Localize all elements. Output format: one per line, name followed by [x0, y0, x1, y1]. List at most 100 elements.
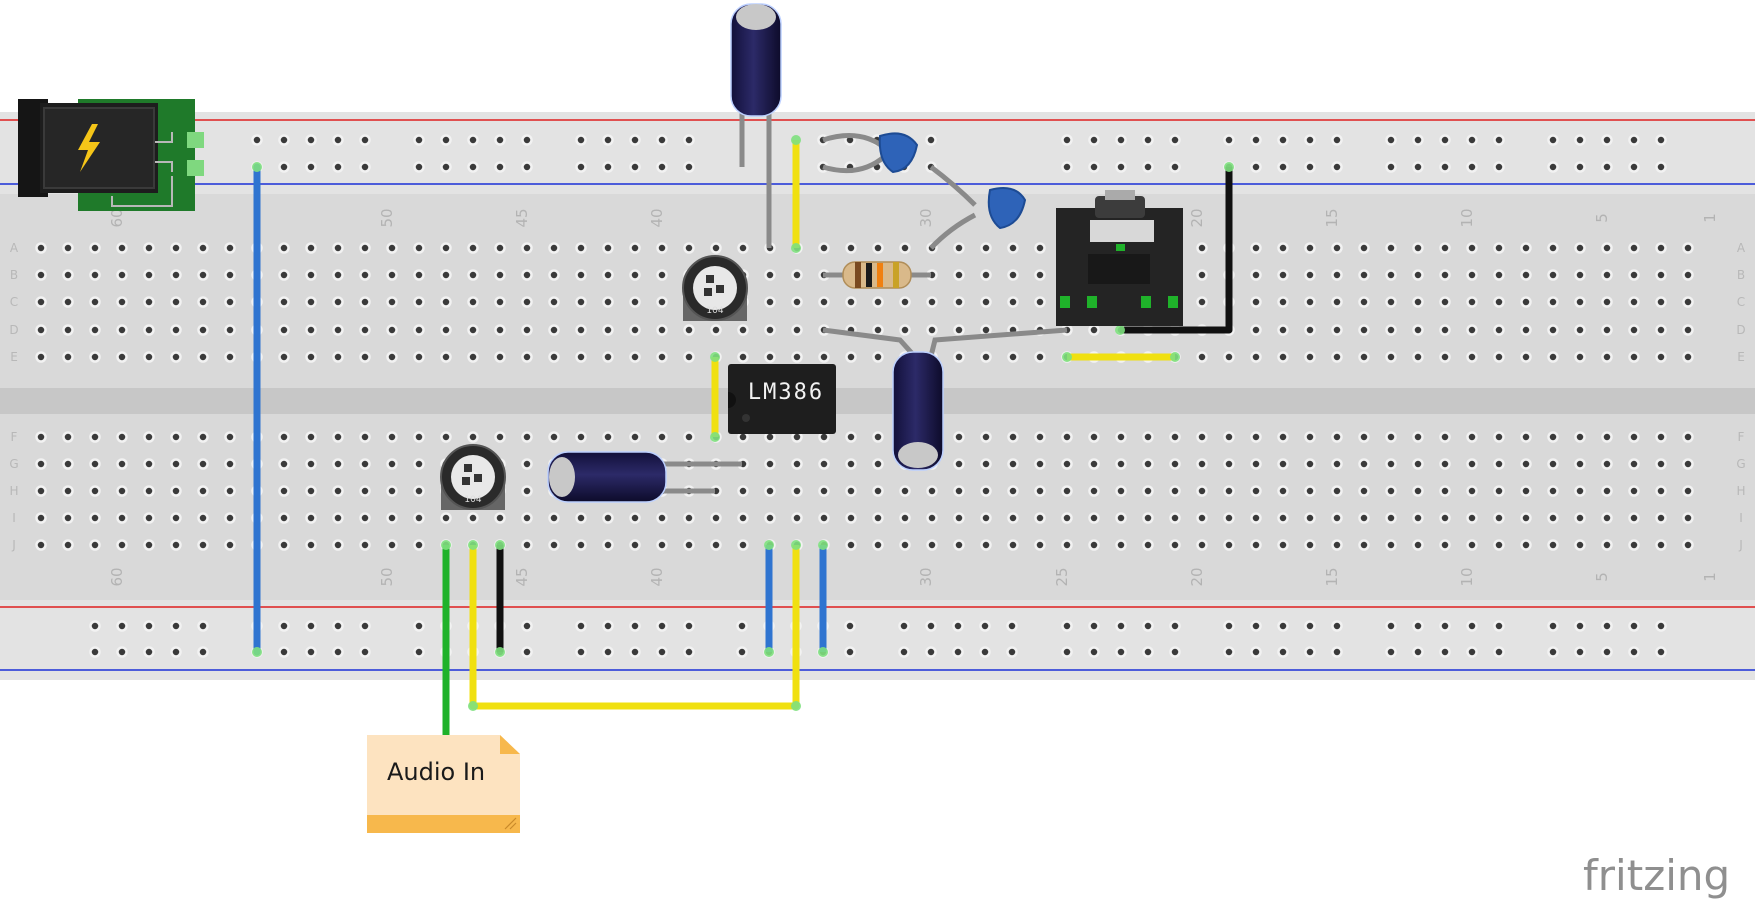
breadboard-hole[interactable]: [1574, 431, 1586, 443]
breadboard-hole[interactable]: [62, 242, 74, 254]
breadboard-hole[interactable]: [602, 296, 614, 308]
breadboard-hole[interactable]: [116, 485, 128, 497]
breadboard-hole[interactable]: [683, 646, 695, 658]
breadboard-hole[interactable]: [413, 161, 425, 173]
breadboard-hole[interactable]: [1007, 296, 1019, 308]
breadboard-hole[interactable]: [1628, 431, 1640, 443]
breadboard-hole[interactable]: [1277, 269, 1289, 281]
breadboard-hole[interactable]: [386, 296, 398, 308]
breadboard-hole[interactable]: [143, 458, 155, 470]
breadboard-hole[interactable]: [736, 620, 748, 632]
breadboard-hole[interactable]: [521, 458, 533, 470]
breadboard-hole[interactable]: [629, 351, 641, 363]
breadboard-hole[interactable]: [197, 296, 209, 308]
breadboard-hole[interactable]: [1061, 431, 1073, 443]
breadboard-hole[interactable]: [1655, 458, 1667, 470]
breadboard-hole[interactable]: [332, 242, 344, 254]
breadboard-hole[interactable]: [1601, 458, 1613, 470]
breadboard-hole[interactable]: [224, 269, 236, 281]
breadboard-hole[interactable]: [1493, 324, 1505, 336]
breadboard-hole[interactable]: [1358, 351, 1370, 363]
breadboard-hole[interactable]: [62, 539, 74, 551]
breadboard-hole[interactable]: [224, 458, 236, 470]
breadboard-hole[interactable]: [575, 269, 587, 281]
breadboard-hole[interactable]: [737, 512, 749, 524]
breadboard-hole[interactable]: [1547, 269, 1559, 281]
breadboard-hole[interactable]: [35, 324, 47, 336]
breadboard-hole[interactable]: [1682, 512, 1694, 524]
breadboard-hole[interactable]: [332, 296, 344, 308]
breadboard-hole[interactable]: [1250, 242, 1262, 254]
breadboard-hole[interactable]: [575, 296, 587, 308]
breadboard-hole[interactable]: [332, 539, 344, 551]
breadboard-hole[interactable]: [413, 134, 425, 146]
breadboard-hole[interactable]: [818, 485, 830, 497]
breadboard-hole[interactable]: [1034, 485, 1046, 497]
breadboard-hole[interactable]: [1169, 512, 1181, 524]
breadboard-hole[interactable]: [1574, 458, 1586, 470]
breadboard-hole[interactable]: [1547, 458, 1559, 470]
breadboard-hole[interactable]: [278, 620, 290, 632]
breadboard-hole[interactable]: [683, 134, 695, 146]
breadboard-hole[interactable]: [953, 269, 965, 281]
breadboard-hole[interactable]: [1601, 242, 1613, 254]
breadboard-hole[interactable]: [683, 539, 695, 551]
breadboard-hole[interactable]: [1493, 269, 1505, 281]
breadboard-hole[interactable]: [979, 620, 991, 632]
breadboard-hole[interactable]: [116, 296, 128, 308]
breadboard-hole[interactable]: [305, 161, 317, 173]
breadboard-hole[interactable]: [1331, 512, 1343, 524]
breadboard-hole[interactable]: [170, 458, 182, 470]
breadboard-hole[interactable]: [1304, 134, 1316, 146]
breadboard-hole[interactable]: [1547, 539, 1559, 551]
breadboard-hole[interactable]: [1331, 485, 1343, 497]
breadboard-hole[interactable]: [521, 351, 533, 363]
breadboard-hole[interactable]: [1466, 161, 1478, 173]
breadboard-hole[interactable]: [1358, 242, 1370, 254]
breadboard-hole[interactable]: [116, 269, 128, 281]
breadboard-hole[interactable]: [359, 512, 371, 524]
breadboard-hole[interactable]: [521, 620, 533, 632]
breadboard-hole[interactable]: [1439, 134, 1451, 146]
breadboard-hole[interactable]: [359, 242, 371, 254]
breadboard-hole[interactable]: [1655, 646, 1667, 658]
breadboard-hole[interactable]: [1412, 161, 1424, 173]
breadboard-hole[interactable]: [1493, 134, 1505, 146]
breadboard-hole[interactable]: [764, 458, 776, 470]
breadboard-hole[interactable]: [1547, 646, 1559, 658]
breadboard-hole[interactable]: [278, 161, 290, 173]
breadboard-hole[interactable]: [899, 512, 911, 524]
breadboard-hole[interactable]: [1088, 458, 1100, 470]
breadboard-hole[interactable]: [764, 485, 776, 497]
breadboard-hole[interactable]: [467, 242, 479, 254]
breadboard-hole[interactable]: [979, 646, 991, 658]
breadboard-hole[interactable]: [1385, 646, 1397, 658]
breadboard-hole[interactable]: [251, 134, 263, 146]
breadboard-hole[interactable]: [1385, 134, 1397, 146]
breadboard-hole[interactable]: [1223, 512, 1235, 524]
breadboard-hole[interactable]: [1655, 431, 1667, 443]
breadboard-hole[interactable]: [197, 539, 209, 551]
breadboard-hole[interactable]: [1277, 296, 1289, 308]
breadboard-hole[interactable]: [1655, 296, 1667, 308]
breadboard-hole[interactable]: [1088, 161, 1100, 173]
breadboard-hole[interactable]: [440, 431, 452, 443]
breadboard-hole[interactable]: [1006, 646, 1018, 658]
breadboard-hole[interactable]: [1547, 161, 1559, 173]
breadboard-hole[interactable]: [629, 620, 641, 632]
breadboard-hole[interactable]: [953, 458, 965, 470]
breadboard-hole[interactable]: [89, 646, 101, 658]
breadboard-hole[interactable]: [952, 646, 964, 658]
breadboard-hole[interactable]: [1574, 512, 1586, 524]
breadboard-hole[interactable]: [35, 539, 47, 551]
breadboard-hole[interactable]: [440, 296, 452, 308]
breadboard-hole[interactable]: [1169, 134, 1181, 146]
breadboard-hole[interactable]: [1493, 242, 1505, 254]
breadboard-hole[interactable]: [359, 431, 371, 443]
breadboard-hole[interactable]: [872, 458, 884, 470]
breadboard-hole[interactable]: [305, 431, 317, 443]
breadboard-hole[interactable]: [629, 242, 641, 254]
breadboard-hole[interactable]: [1358, 485, 1370, 497]
breadboard-hole[interactable]: [1520, 324, 1532, 336]
breadboard-hole[interactable]: [1142, 431, 1154, 443]
